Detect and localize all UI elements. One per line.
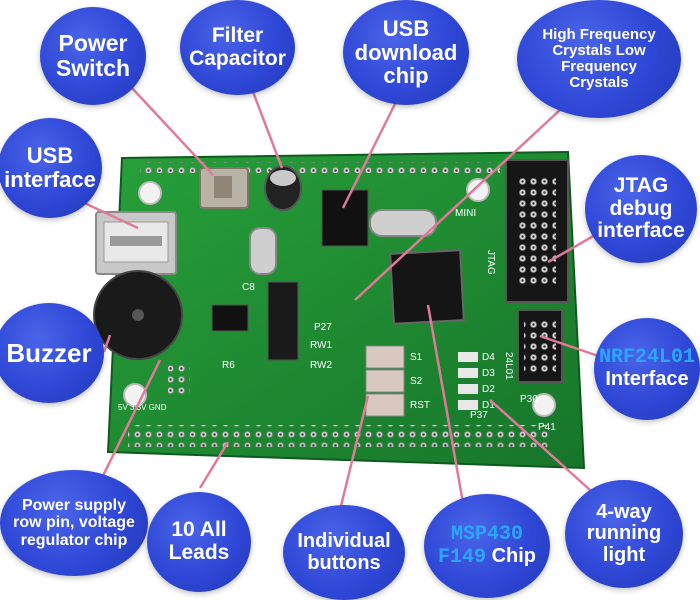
callout-jtag: JTAG debug interface bbox=[585, 155, 697, 263]
led-d4 bbox=[458, 352, 478, 362]
silk-label: 5V 3.3V GND bbox=[118, 403, 167, 412]
silk-label: P37 bbox=[470, 410, 488, 421]
jumper-block bbox=[267, 281, 299, 361]
callout-running-light: 4-way running light bbox=[565, 480, 683, 588]
silk-label: 24L01 bbox=[503, 352, 514, 380]
silk-label: MINI bbox=[455, 208, 476, 219]
silk-label: P41 bbox=[538, 422, 556, 433]
silk-label: D4 bbox=[482, 352, 495, 363]
top-pin-header bbox=[140, 162, 500, 173]
silk-label: RW1 bbox=[310, 340, 332, 351]
callout-power-supply: Power supply row pin, voltage regulator … bbox=[0, 470, 148, 576]
voltage-regulator bbox=[211, 304, 249, 332]
silk-label: D2 bbox=[482, 384, 495, 395]
silk-label: JTAG bbox=[485, 250, 496, 275]
led-d3 bbox=[458, 368, 478, 378]
silk-label: P30 bbox=[520, 394, 538, 405]
leader-lines bbox=[77, 83, 611, 521]
button-s2 bbox=[365, 369, 405, 393]
callout-nrf24l01: NRF24L01 Interface bbox=[594, 318, 700, 420]
silk-label: D3 bbox=[482, 368, 495, 379]
power-row-pins bbox=[168, 362, 190, 396]
callout-buzzer: Buzzer bbox=[0, 303, 104, 403]
callout-usb-interface: USB interface bbox=[0, 118, 102, 218]
silk-label: S1 bbox=[410, 352, 423, 363]
button-s1 bbox=[365, 345, 405, 369]
usb-download-chip bbox=[321, 189, 369, 247]
silk-label: P27 bbox=[314, 322, 332, 333]
high-freq-crystal bbox=[369, 209, 437, 237]
button-rst bbox=[365, 393, 405, 417]
mount-hole bbox=[532, 393, 556, 417]
callout-crystals: High Frequency Crystals Low Frequency Cr… bbox=[517, 0, 681, 118]
callout-power-switch: Power Switch bbox=[40, 7, 146, 105]
silk-label: D1 bbox=[482, 400, 495, 411]
msp430-chip bbox=[389, 249, 465, 325]
callout-msp430: MSP430 F149 Chip bbox=[424, 494, 550, 598]
led-d1 bbox=[458, 400, 478, 410]
callout-buttons: Individual buttons bbox=[283, 505, 405, 600]
silk-label: RW2 bbox=[310, 360, 332, 371]
callout-filter-capacitor: Filter Capacitor bbox=[180, 0, 295, 95]
mount-hole bbox=[466, 178, 490, 202]
bottom-pin-header bbox=[128, 425, 548, 436]
silk-label: RST bbox=[410, 400, 430, 411]
silk-label: C8 bbox=[242, 282, 255, 293]
silk-label: R6 bbox=[222, 360, 235, 371]
silk-label: S2 bbox=[410, 376, 423, 387]
callout-leads: 10 All Leads bbox=[147, 492, 251, 592]
low-freq-crystal bbox=[249, 227, 277, 275]
led-d2 bbox=[458, 384, 478, 394]
mount-hole bbox=[138, 181, 162, 205]
bottom-pin-header-2 bbox=[128, 436, 548, 447]
callout-usb-download-chip: USB download chip bbox=[343, 0, 469, 105]
